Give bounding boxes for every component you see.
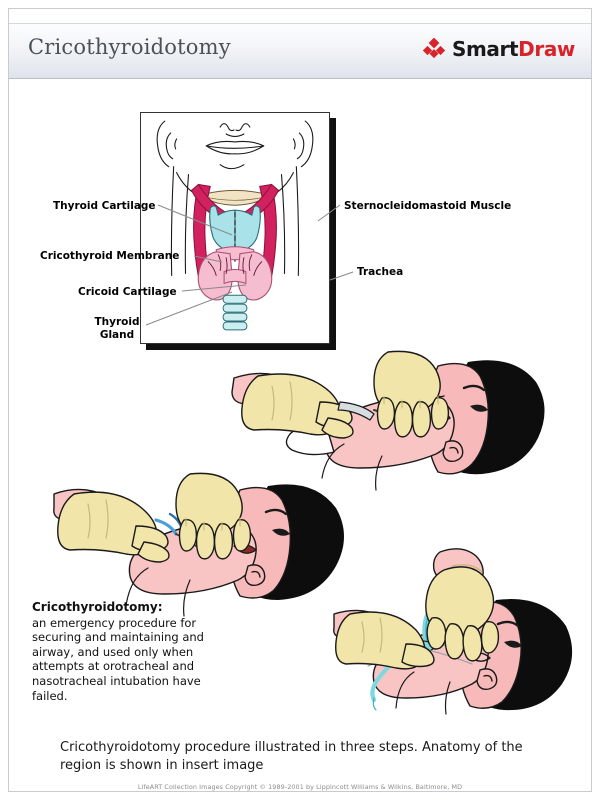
- smartdraw-wordmark: SmartDraw: [452, 37, 575, 61]
- copyright-notice: LifeART Collection Images Copyright © 19…: [137, 783, 463, 791]
- label-thyroid-cartilage: Thyroid Cartilage: [53, 200, 156, 212]
- definition-term: Cricothyroidotomy:: [32, 600, 163, 614]
- smartdraw-logo: SmartDraw: [422, 37, 575, 61]
- step-2-illustration: [52, 472, 382, 622]
- label-thyroid-gland: Thyroid Gland: [94, 316, 140, 341]
- logo-text-draw: Draw: [518, 37, 575, 61]
- logo-text-smart: Smart: [451, 37, 519, 61]
- page-title: Cricothyroidotomy: [28, 35, 231, 59]
- neck-anatomy-insert: [140, 112, 330, 344]
- label-cricothyroid-membrane: Cricothyroid Membrane: [40, 250, 180, 262]
- definition-body: an emergency procedure for securing and …: [32, 615, 204, 703]
- label-sternocleidomastoid-muscle: Sternocleidomastoid Muscle: [344, 200, 512, 212]
- figure-caption: Cricothyroidotomy procedure illustrated …: [60, 740, 523, 773]
- definition-block: Cricothyroidotomy:an emergency procedure…: [32, 600, 232, 703]
- header-bar: Cricothyroidotomy SmartDraw: [9, 23, 591, 79]
- step-3-illustration: [332, 542, 590, 715]
- smartdraw-diamond-icon: [422, 37, 446, 60]
- label-trachea: Trachea: [357, 266, 404, 278]
- label-cricoid-cartilage: Cricoid Cartilage: [78, 286, 177, 298]
- step-1-illustration: [231, 350, 584, 492]
